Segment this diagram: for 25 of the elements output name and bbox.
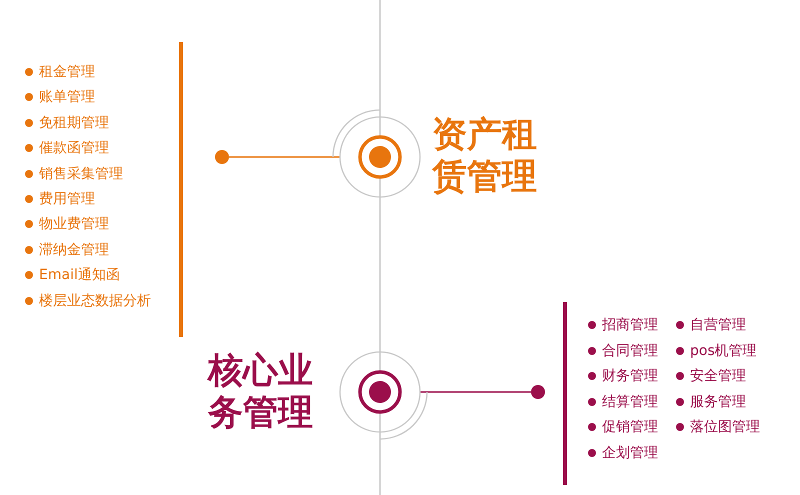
list-item: 滞纳金管理 <box>25 240 109 259</box>
connector-line <box>229 156 340 158</box>
list-item: 销售采集管理 <box>25 164 123 183</box>
connector-line <box>420 391 531 393</box>
list-item: 财务管理 <box>588 367 658 385</box>
list-item: 安全管理 <box>676 367 746 385</box>
list-item: 自营管理 <box>676 316 746 334</box>
section-heading: 核心业务管理 <box>208 350 314 434</box>
list-item: 楼层业态数据分析 <box>25 292 151 310</box>
list-item: 服务管理 <box>676 392 746 410</box>
list-item: 物业费管理 <box>25 215 109 234</box>
list-item: 免租期管理 <box>25 114 109 132</box>
list-item: 合同管理 <box>588 342 658 360</box>
list-item: 促销管理 <box>588 418 658 436</box>
section-heading: 资产租赁管理 <box>432 114 538 198</box>
list-item: 落位图管理 <box>676 418 760 436</box>
list-item: 催款函管理 <box>25 139 109 158</box>
list-item: pos机管理 <box>676 342 757 360</box>
list-item: 企划管理 <box>588 444 658 462</box>
list-item: 费用管理 <box>25 190 95 208</box>
list-item: 招商管理 <box>588 316 658 334</box>
list-item: 租金管理 <box>25 63 95 81</box>
list-item: Email通知函 <box>25 266 120 284</box>
list-item: 账单管理 <box>25 88 95 106</box>
list-item: 结算管理 <box>588 392 658 410</box>
